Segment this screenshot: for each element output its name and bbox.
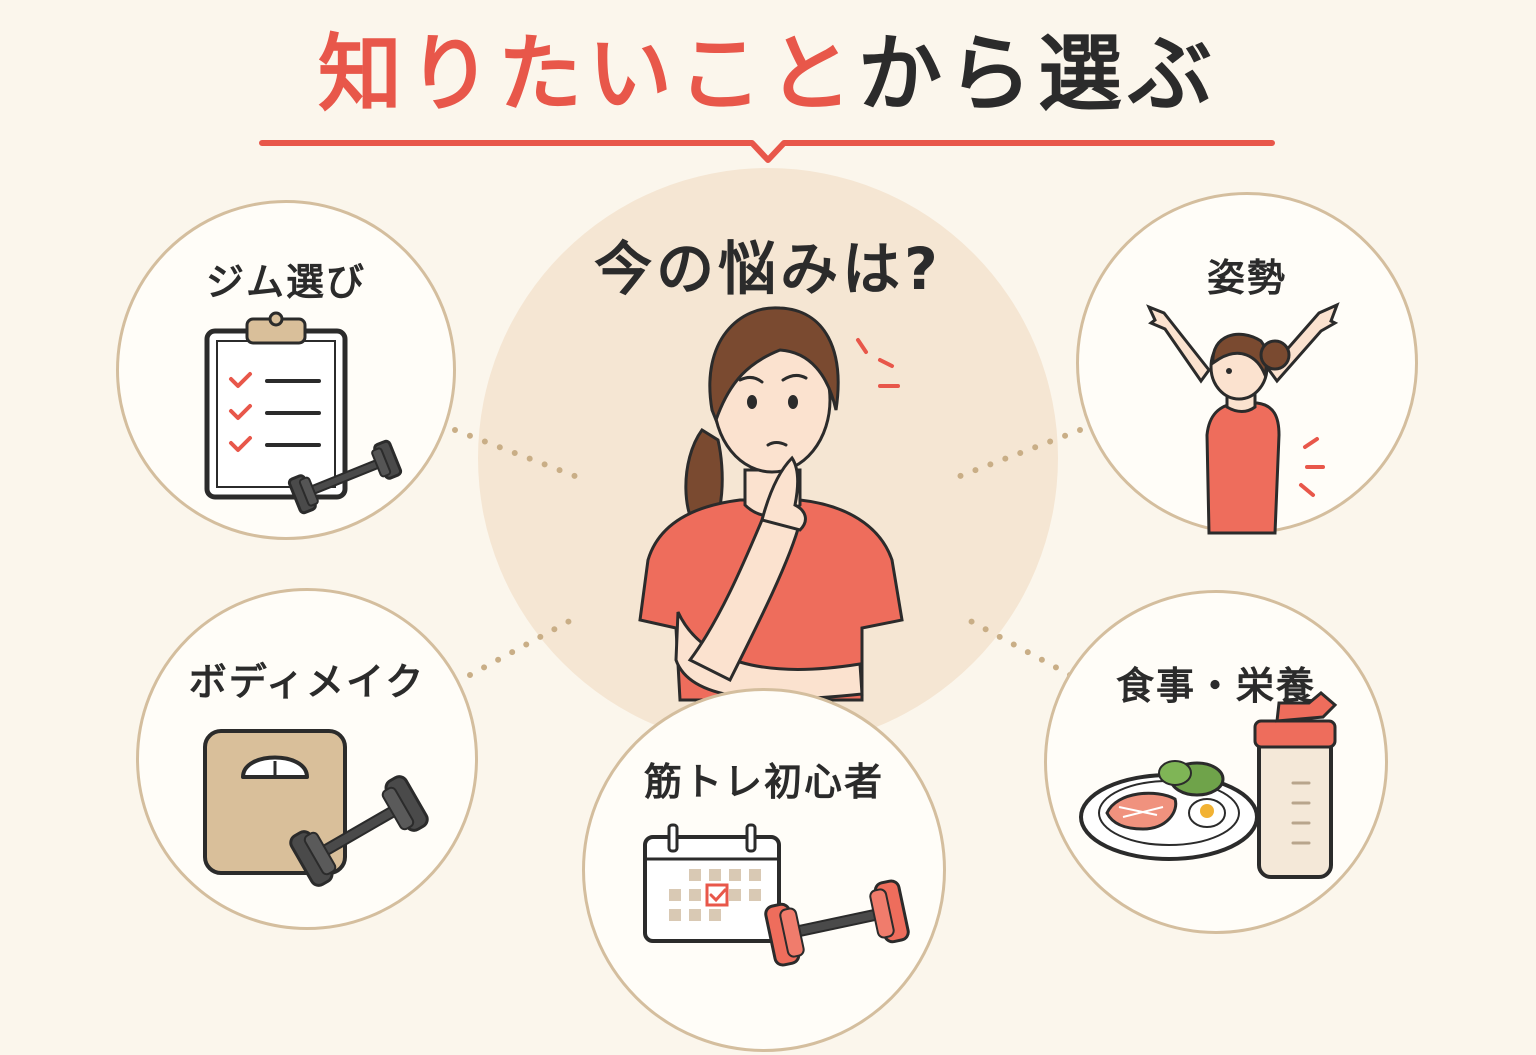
page: 知りたいことから選ぶ 今の悩みは? xyxy=(0,28,1536,1052)
meal-shaker-icon xyxy=(1079,691,1338,879)
scale-dumbbell-icon xyxy=(203,729,429,887)
topic-circle-gym[interactable]: ジム選び xyxy=(116,200,456,540)
topic-circle-bodymake[interactable]: ボディメイク xyxy=(136,588,478,930)
thinking-woman-icon xyxy=(638,306,904,702)
calendar-dumbbell-icon xyxy=(643,823,910,967)
topic-label-gym: ジム選び xyxy=(205,260,366,304)
topic-circle-posture[interactable]: 姿勢 xyxy=(1076,192,1418,535)
title-rest: から選ぶ xyxy=(858,25,1219,123)
center-question: 今の悩みは? xyxy=(594,235,942,303)
title-underline xyxy=(259,140,1275,163)
connector-lines xyxy=(452,427,1083,678)
stretching-woman-icon xyxy=(1146,302,1340,535)
page-title: 知りたいことから選ぶ xyxy=(0,28,1536,120)
topic-circle-nutrition[interactable]: 食事・栄養 xyxy=(1044,590,1388,934)
topic-label-beginner: 筋トレ初心者 xyxy=(643,760,884,804)
topic-label-posture: 姿勢 xyxy=(1206,256,1287,300)
clipboard-dumbbell-icon xyxy=(204,311,403,515)
title-accent: 知りたいこと xyxy=(317,25,858,123)
topic-label-bodymake: ボディメイク xyxy=(188,660,426,704)
topic-label-nutrition: 食事・栄養 xyxy=(1115,664,1316,708)
topic-circle-beginner[interactable]: 筋トレ初心者 xyxy=(582,688,946,1052)
